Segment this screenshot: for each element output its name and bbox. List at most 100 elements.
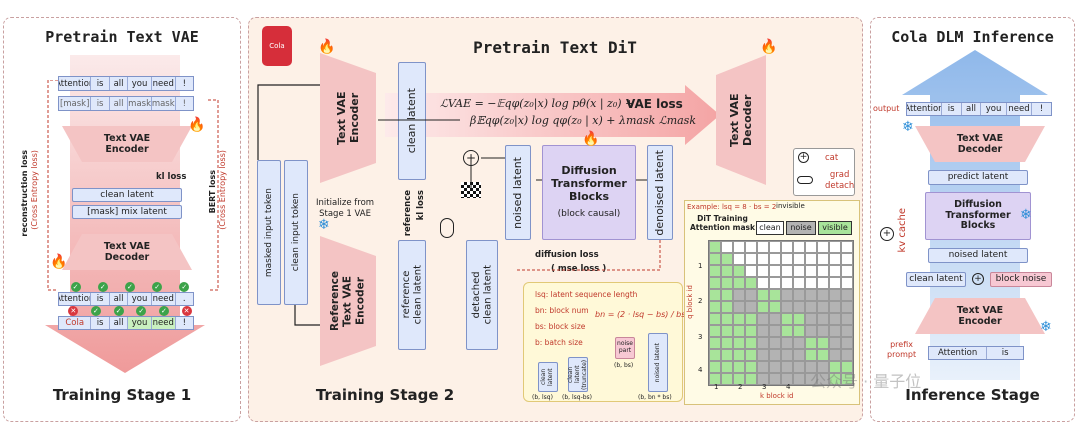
- mask-cell: [781, 265, 793, 277]
- mask-cell: [721, 265, 733, 277]
- mask-invisible: invisible: [776, 202, 805, 210]
- mask-cell: [721, 373, 733, 385]
- mask-cell: [745, 313, 757, 325]
- token: need: [152, 77, 176, 90]
- mask-cell: [829, 361, 841, 373]
- stage1-encoder-shape: [62, 126, 192, 162]
- mask-cell: [733, 289, 745, 301]
- stage1-masked-tokens: [mask] is all [mask] [mask] !: [58, 96, 194, 111]
- mini-noise-label: noise part: [617, 340, 633, 354]
- k-axis-label: k block id: [760, 392, 794, 400]
- token: you: [128, 77, 152, 90]
- mask-cell: [757, 361, 769, 373]
- mask-cell: [793, 289, 805, 301]
- mask-cell: [805, 253, 817, 265]
- stage1-loss-arrows: [47, 80, 219, 291]
- token: you: [981, 103, 1007, 115]
- check-icon: ✓: [136, 306, 147, 316]
- mask-cell: [793, 349, 805, 361]
- mask-cell: [817, 373, 829, 385]
- snowflake-icon: ❄: [1040, 319, 1052, 335]
- mask-cell: [733, 361, 745, 373]
- mask-cell: [829, 265, 841, 277]
- grad-detach-icon: [440, 218, 454, 238]
- mask-cell: [721, 313, 733, 325]
- mask-cell: [745, 349, 757, 361]
- mask-cell: [733, 265, 745, 277]
- check-icon: ✓: [152, 282, 163, 292]
- mini-trunc-label: clean latent (truncate): [566, 359, 588, 390]
- stage1-clean-latent: clean latent: [72, 188, 182, 202]
- mask-cell: [757, 265, 769, 277]
- cat-legend-label: cat: [825, 153, 839, 163]
- mask-cell: [805, 337, 817, 349]
- mask-cell: [781, 313, 793, 325]
- token: all: [110, 293, 129, 305]
- mask-cell: [769, 337, 781, 349]
- stage1-recon-loss: reconstruction loss: [20, 150, 29, 237]
- fire-icon: 🔥: [318, 39, 336, 55]
- mask-cell: [841, 277, 853, 289]
- mask-cell: [757, 349, 769, 361]
- mini-clean-label: clean latent: [540, 368, 554, 386]
- vae-loss-arrow: [385, 85, 720, 145]
- mask-cell: [757, 313, 769, 325]
- snowflake-icon: ❄: [1020, 207, 1032, 223]
- token: all: [110, 97, 129, 110]
- mask-cell: [745, 301, 757, 313]
- token: is: [91, 293, 110, 305]
- stage3-noised-latent: noised latent: [928, 248, 1028, 263]
- mask-cell: [829, 253, 841, 265]
- mask-cell: [769, 373, 781, 385]
- q-tick: 2: [698, 297, 703, 305]
- check-icon: ✓: [179, 282, 190, 292]
- prefix-prompt: prefix prompt: [887, 340, 917, 359]
- stage3-clean-latent: clean latent: [906, 272, 966, 287]
- mask-cell: [769, 313, 781, 325]
- mask-cell: [817, 361, 829, 373]
- mask-cell: [709, 325, 721, 337]
- mask-cell: [733, 349, 745, 361]
- token: is: [942, 103, 962, 115]
- mini-clean-latent: clean latent: [538, 362, 558, 392]
- ref-encoder-shape: [320, 236, 376, 366]
- mask-cell: [721, 277, 733, 289]
- mask-cell: [817, 265, 829, 277]
- mask-cell: [745, 265, 757, 277]
- token: Attention: [59, 293, 92, 305]
- stage1-decoder: Text VAE Decoder: [103, 240, 151, 263]
- mask-cell: [793, 325, 805, 337]
- attention-mask-grid: [708, 240, 854, 386]
- mini-noised-latent: noised latent: [648, 333, 668, 392]
- token: all: [110, 77, 129, 90]
- noised-latent: noised latent: [505, 145, 531, 240]
- mask-cell: [733, 373, 745, 385]
- mask-cell: [769, 301, 781, 313]
- cola-can-icon: Cola: [262, 26, 292, 66]
- mask-cell: [829, 277, 841, 289]
- cat-icon: +: [972, 273, 984, 285]
- mask-cell: [805, 241, 817, 253]
- mask-cell: [745, 337, 757, 349]
- stage1-check-row: ✓✓✓✓✓: [62, 282, 198, 292]
- k-tick: 4: [786, 383, 791, 391]
- stage1-mix-latent: [mask] mix latent: [72, 205, 182, 219]
- mask-cell: [721, 289, 733, 301]
- mask-cell: [841, 349, 853, 361]
- mask-cell: [745, 241, 757, 253]
- mask-cell: [709, 373, 721, 385]
- stage1-label: Training Stage 1: [52, 386, 192, 404]
- mask-cell: [781, 325, 793, 337]
- k-tick: 3: [762, 383, 767, 391]
- q-tick: 1: [698, 262, 703, 270]
- stage2-connectors: [257, 84, 661, 326]
- mask-cell: [841, 253, 853, 265]
- vae-loss-label: VAE loss: [626, 97, 683, 111]
- stage2-decoder-shape: [716, 55, 766, 185]
- detached-clean-latent: detached clean latent: [466, 240, 498, 350]
- stage1-encoder: Text VAE Encoder: [103, 132, 151, 155]
- mask-cell: [709, 241, 721, 253]
- clean-input-token: clean input token: [284, 160, 308, 305]
- mask-cell: [829, 349, 841, 361]
- detach-legend-label: grad detach: [825, 170, 855, 191]
